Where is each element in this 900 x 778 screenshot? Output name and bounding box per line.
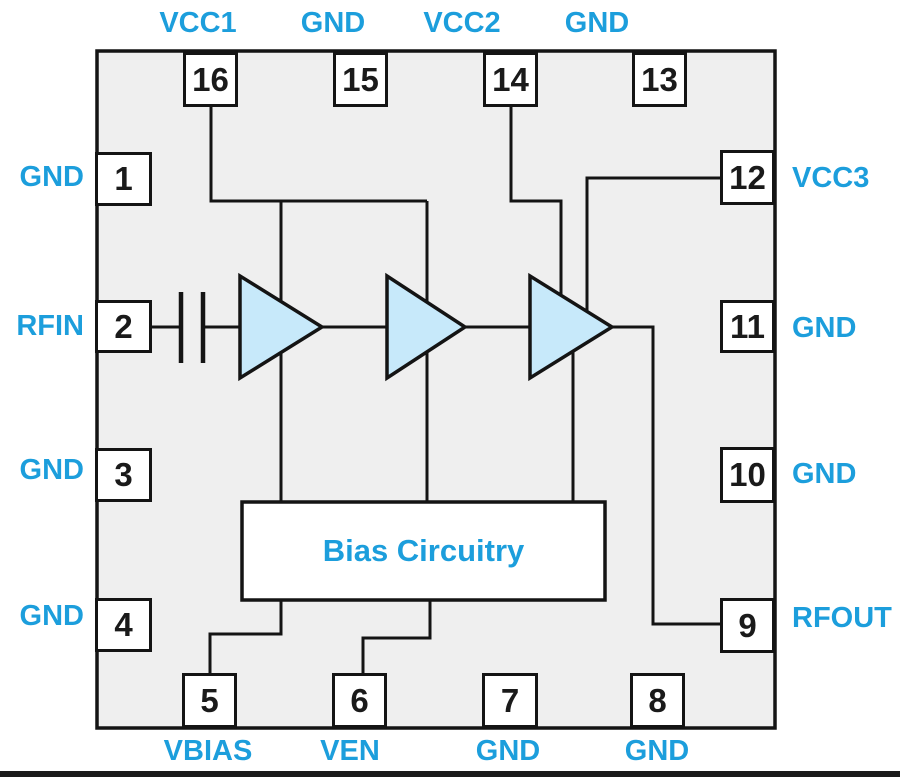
pin-11-name-label: GND: [792, 312, 857, 344]
wire-bias-to-vbias: [208, 600, 283, 673]
amplifier-stage-3: [528, 272, 616, 382]
wire-bias-to-ven: [361, 600, 432, 673]
pin-12-name-label: VCC3: [792, 162, 870, 194]
amplifier-stage-1: [238, 272, 326, 382]
bottom-border-bar: [0, 771, 900, 777]
wire-amp3-to-rfout: [612, 325, 720, 626]
amplifier-stage-2: [385, 272, 469, 382]
pin-4-name-label: GND: [19, 600, 84, 632]
pin-9-box: 9: [720, 598, 775, 653]
wire-vcc1-rail: [209, 107, 427, 203]
pin-10-box: 10: [720, 447, 775, 503]
pin-6-box: 6: [332, 673, 387, 728]
pin-9-name-label: RFOUT: [792, 602, 892, 634]
pin-1-name-label: GND: [19, 161, 84, 193]
pin-10-name-label: GND: [792, 458, 857, 490]
capacitor-icon: [178, 292, 206, 363]
pin-5-name-label: VBIAS: [163, 735, 253, 767]
pin-8-box: 8: [630, 673, 685, 728]
pin-14-name-label: VCC2: [423, 7, 501, 39]
wire-vcc2-to-amp3: [509, 107, 563, 305]
pin-3-name-label: GND: [19, 454, 84, 486]
pin-12-box: 12: [720, 150, 775, 205]
pin-8-name-label: GND: [624, 735, 690, 767]
pin-11-box: 11: [720, 300, 775, 353]
pin-2-box: 2: [95, 300, 152, 353]
pin-15-name-label: GND: [300, 7, 366, 39]
pin-13-name-label: GND: [564, 7, 630, 39]
wires: [152, 107, 720, 673]
amplifier-chain: [238, 272, 616, 382]
pin-3-box: 3: [95, 448, 152, 502]
wire-vcc3-to-amp3: [585, 176, 720, 315]
pin-4-box: 4: [95, 598, 152, 652]
chip-body: [95, 49, 777, 730]
pin-7-box: 7: [482, 673, 538, 728]
pin-14-box: 14: [483, 52, 538, 107]
pin-5-box: 5: [182, 673, 237, 728]
pin-7-name-label: GND: [475, 735, 541, 767]
bias-circuitry-box: [240, 500, 607, 602]
bias-circuitry-label: Bias Circuitry: [322, 533, 525, 568]
pin-2-name-label: RFIN: [16, 310, 84, 342]
pin-1-box: 1: [95, 152, 152, 206]
pin-16-name-label: VCC1: [159, 7, 237, 39]
pin-15-box: 15: [333, 52, 388, 107]
pin-16-box: 16: [183, 52, 238, 107]
pin-6-name-label: VEN: [320, 735, 380, 767]
pin-13-box: 13: [632, 52, 687, 107]
